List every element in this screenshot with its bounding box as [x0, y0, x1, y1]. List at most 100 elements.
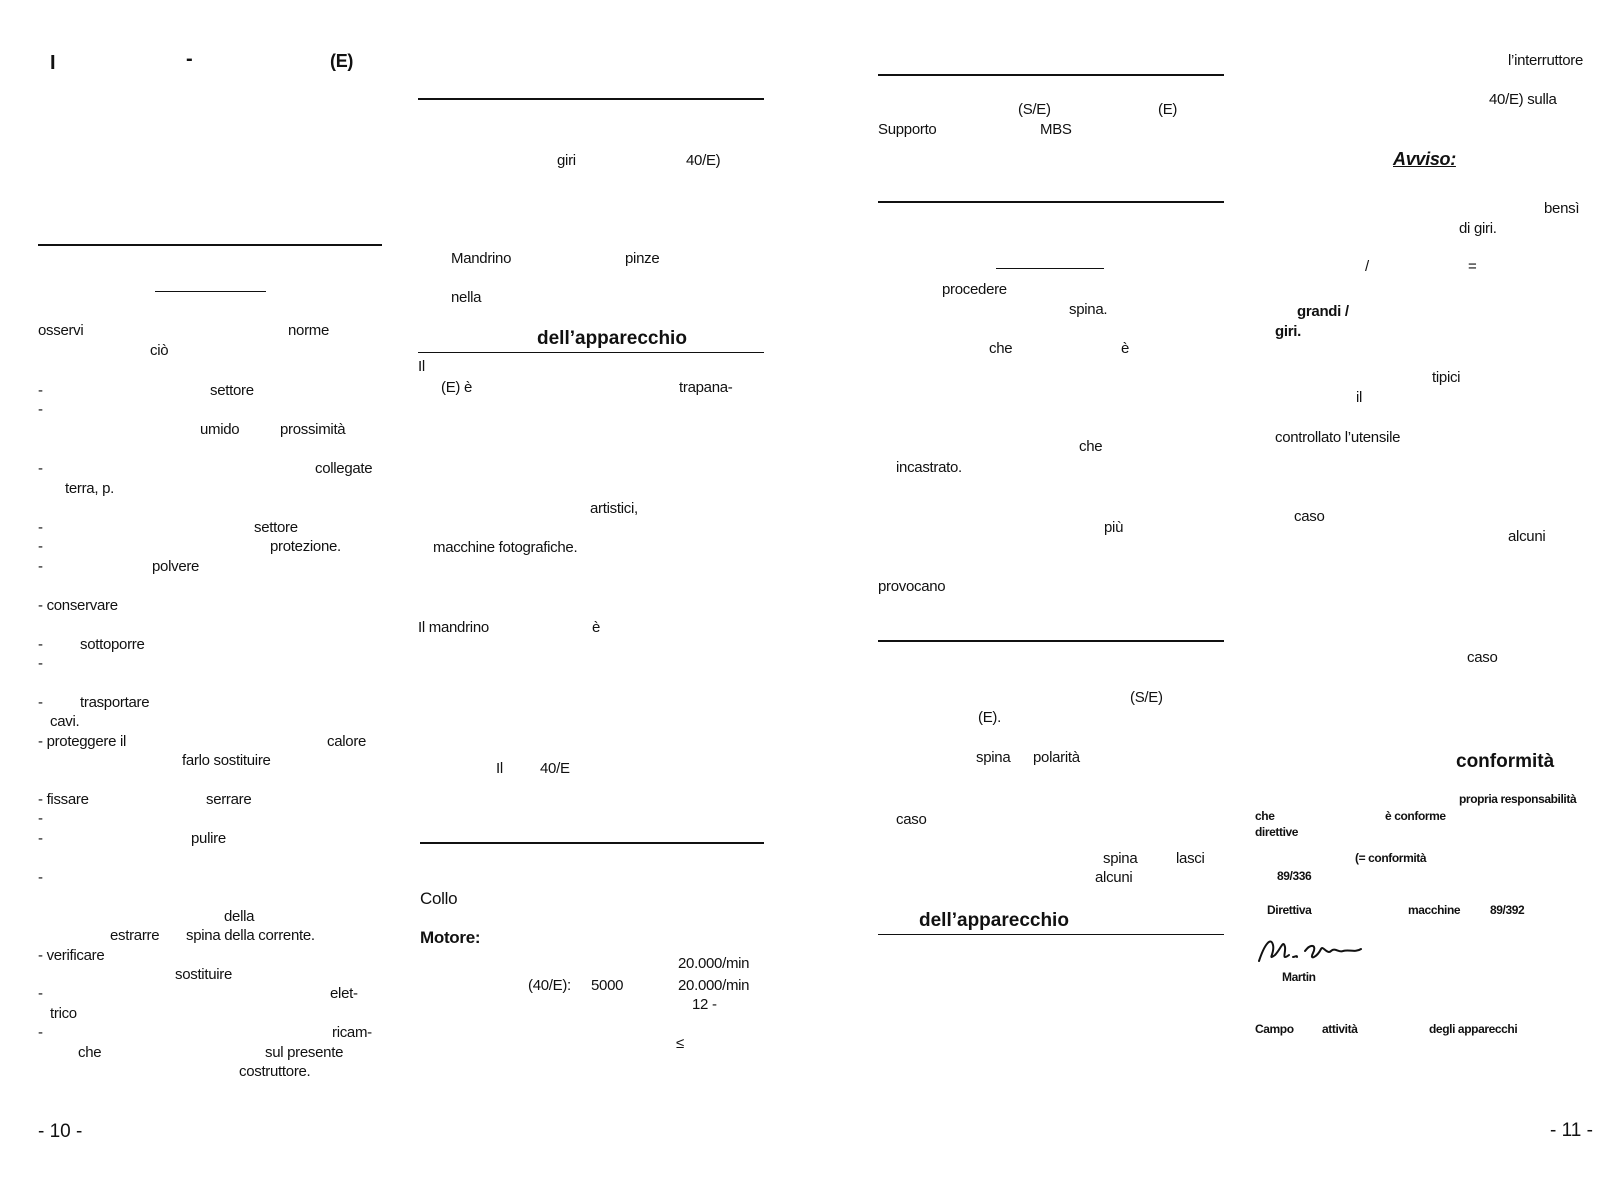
- text-fragment: alcuni: [1508, 528, 1546, 545]
- text-fragment: che: [78, 1044, 102, 1061]
- text-fragment: settore: [254, 519, 298, 536]
- bullet-dash: -: [38, 1024, 43, 1041]
- text-fragment: giri.: [1275, 323, 1302, 340]
- bullet-dash: -: [38, 810, 43, 827]
- text-fragment: farlo sostituire: [182, 752, 271, 769]
- text-fragment: osservi: [38, 322, 84, 339]
- bullet-dash: -: [38, 519, 43, 536]
- text-fragment: spina della corrente.: [186, 927, 315, 944]
- text-fragment: è conforme: [1385, 809, 1446, 823]
- text-fragment: di giri.: [1459, 220, 1497, 237]
- text-fragment: - conservare: [38, 597, 118, 614]
- text-fragment: spina.: [1069, 301, 1108, 318]
- bullet-dash: -: [38, 694, 43, 711]
- text-fragment: degli apparecchi: [1429, 1022, 1518, 1036]
- text-fragment: 89/336: [1277, 869, 1312, 883]
- text-fragment: tipici: [1432, 369, 1461, 386]
- label-motore: Motore:: [420, 928, 481, 947]
- text-fragment: nella: [451, 289, 482, 306]
- text-fragment: - verificare: [38, 947, 105, 964]
- text-fragment: 40/E: [540, 760, 570, 777]
- handwritten-signature: [1258, 940, 1362, 962]
- text-fragment: artistici,: [590, 500, 638, 517]
- text-fragment: Il: [496, 760, 503, 777]
- text-fragment: (S/E): [1018, 101, 1051, 118]
- section-divider: [420, 842, 764, 844]
- text-fragment: - proteggere il: [38, 733, 127, 750]
- text-fragment: che: [989, 340, 1013, 357]
- text-fragment: (E): [1158, 101, 1178, 118]
- text-fragment: ricam-: [332, 1024, 372, 1041]
- text-fragment: Il: [418, 358, 425, 375]
- text-fragment: Direttiva: [1267, 903, 1312, 917]
- text-fragment: collegate: [315, 460, 373, 477]
- text-fragment: giri: [557, 152, 576, 169]
- text-fragment: sostituire: [175, 966, 233, 983]
- heading-rule: [878, 934, 1224, 935]
- text-fragment: trasportare: [80, 694, 150, 711]
- top-fragment-c: (E): [330, 51, 354, 71]
- section-divider: [878, 201, 1224, 203]
- subheading-underline: [155, 291, 266, 292]
- text-fragment: (E).: [978, 709, 1001, 726]
- text-fragment: grandi /: [1297, 303, 1349, 320]
- text-fragment: l’interruttore: [1508, 52, 1583, 69]
- text-fragment: Il mandrino: [418, 619, 489, 636]
- text-fragment: ≤: [676, 1035, 684, 1052]
- bullet-dash: -: [38, 460, 43, 477]
- section-divider: [418, 98, 764, 100]
- text-fragment: 20.000/min: [678, 955, 750, 972]
- text-fragment: è: [592, 619, 601, 636]
- text-fragment: Collo: [420, 889, 458, 908]
- bullet-dash: -: [38, 869, 43, 886]
- bullet-dash: -: [38, 382, 43, 399]
- text-fragment: lasci: [1176, 850, 1205, 867]
- text-fragment: pinze: [625, 250, 660, 267]
- text-fragment: prossimità: [280, 421, 346, 438]
- text-fragment: che: [1255, 809, 1275, 823]
- text-fragment: (S/E): [1130, 689, 1163, 706]
- text-fragment: spina: [976, 749, 1011, 766]
- section-heading-device: dell’apparecchio: [919, 910, 1069, 931]
- section-heading-conformity: conformità: [1456, 751, 1555, 772]
- bullet-dash: -: [38, 558, 43, 575]
- text-fragment: controllato l’utensile: [1275, 429, 1401, 446]
- heading-rule: [418, 352, 764, 353]
- text-fragment: il: [1356, 389, 1363, 406]
- text-fragment: terra, p.: [65, 480, 114, 497]
- section-divider: [878, 640, 1224, 642]
- text-fragment: è: [1121, 340, 1130, 357]
- right-page: (S/E) (E) Supporto MBS procedere spina. …: [800, 0, 1613, 1191]
- text-fragment: pulire: [191, 830, 226, 847]
- bullet-dash: -: [38, 985, 43, 1002]
- bullet-dash: -: [38, 538, 43, 555]
- text-fragment: 40/E) sulla: [1489, 91, 1557, 108]
- bullet-dash: -: [38, 830, 43, 847]
- text-fragment: più: [1104, 519, 1124, 536]
- section-heading-device: dell’apparecchio: [537, 328, 687, 349]
- text-fragment: calore: [327, 733, 367, 750]
- text-fragment: ciò: [150, 342, 169, 359]
- text-fragment: della: [224, 908, 255, 925]
- left-page: I - (E) osservi norme ciò - settore - um…: [0, 0, 800, 1191]
- text-fragment: trapana-: [679, 379, 733, 396]
- text-fragment: (40/E):: [528, 977, 571, 994]
- text-fragment: 89/392: [1490, 903, 1525, 917]
- text-fragment: 40/E): [686, 152, 721, 169]
- text-fragment: 5000: [591, 977, 624, 994]
- text-fragment: cavi.: [50, 713, 80, 730]
- text-fragment: norme: [288, 322, 330, 339]
- text-fragment: propria responsabilità: [1459, 792, 1577, 806]
- subheading-underline: [996, 268, 1104, 269]
- text-fragment: bensì: [1544, 200, 1580, 217]
- top-fragment-a: I: [50, 52, 56, 74]
- bullet-dash: -: [38, 636, 43, 653]
- text-fragment: Mandrino: [451, 250, 512, 267]
- bullet-dash: -: [38, 401, 43, 418]
- text-fragment: Supporto: [878, 121, 937, 138]
- text-fragment: serrare: [206, 791, 252, 808]
- text-fragment: macchine: [1408, 903, 1461, 917]
- text-fragment: umido: [200, 421, 240, 438]
- top-fragment-b: -: [186, 48, 193, 70]
- text-fragment: procedere: [942, 281, 1007, 298]
